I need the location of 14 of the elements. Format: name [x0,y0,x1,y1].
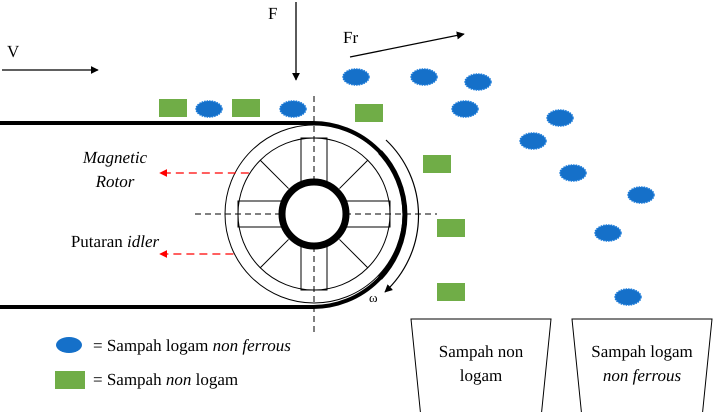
collection-bin [571,318,713,412]
force-label: F [268,4,278,24]
collection-bin [410,318,552,412]
angular-velocity-label: ω [369,290,378,306]
legend-text: = Sampah logam non ferrous [93,336,291,356]
bin-label: Sampah logam non ferrous [590,341,694,387]
idler-label: Putaran idler [70,231,160,253]
rotor-label: Magnetic Rotor [82,147,148,193]
bin-label: Sampah non logam [438,341,524,387]
force-label: Fr [343,28,358,48]
leader-line [159,169,249,177]
legend-text: = Sampah non logam [93,370,238,390]
velocity-label: V [7,42,20,62]
leader-line [159,250,234,258]
